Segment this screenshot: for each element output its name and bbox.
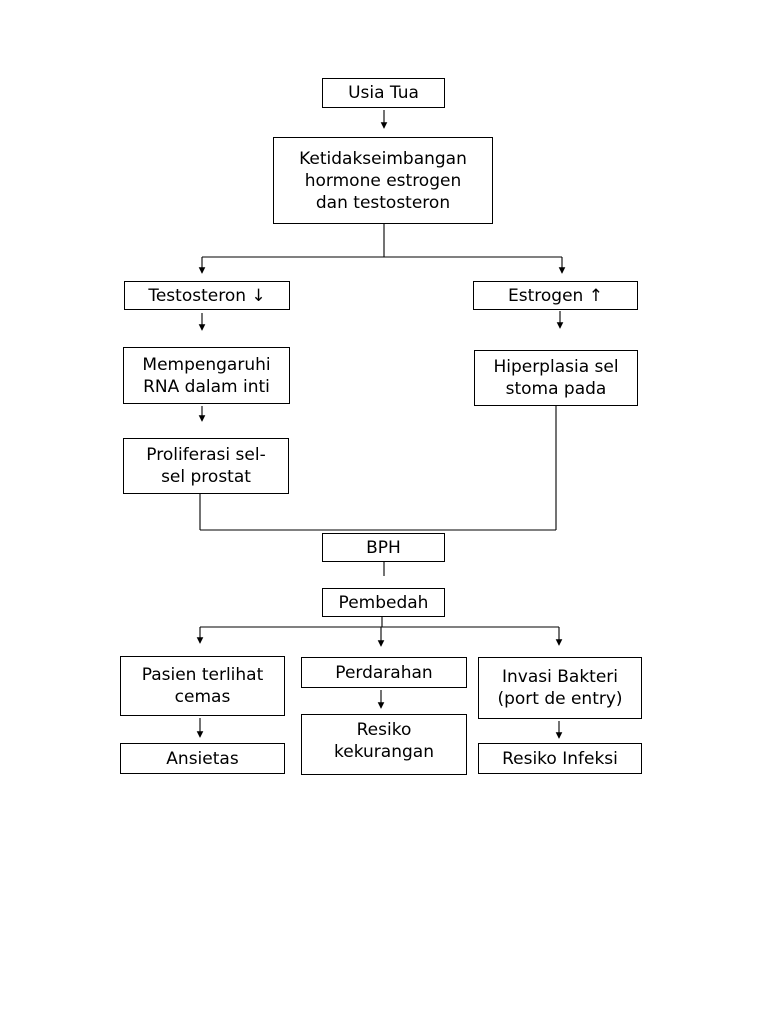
node-usia-tua: Usia Tua: [322, 78, 445, 108]
node-invasi-bakteri: Invasi Bakteri (port de entry): [478, 657, 642, 719]
node-pasien-cemas: Pasien terlihat cemas: [120, 656, 285, 716]
node-resiko-infeksi: Resiko Infeksi: [478, 743, 642, 774]
node-mempengaruhi-rna: Mempengaruhi RNA dalam inti: [123, 347, 290, 404]
node-ketidakseimbangan-hormone: Ketidakseimbangan hormone estrogen dan t…: [273, 137, 493, 224]
node-testosteron: Testosteron ↓: [124, 281, 290, 310]
node-bph: BPH: [322, 533, 445, 562]
node-perdarahan: Perdarahan: [301, 657, 467, 688]
node-hiperplasia: Hiperplasia sel stoma pada: [474, 350, 638, 406]
node-estrogen: Estrogen ↑: [473, 281, 638, 310]
node-proliferasi: Proliferasi sel- sel prostat: [123, 438, 289, 494]
node-ansietas: Ansietas: [120, 743, 285, 774]
node-resiko-kekurangan: Resiko kekurangan: [301, 714, 467, 775]
node-pembedah: Pembedah: [322, 588, 445, 617]
